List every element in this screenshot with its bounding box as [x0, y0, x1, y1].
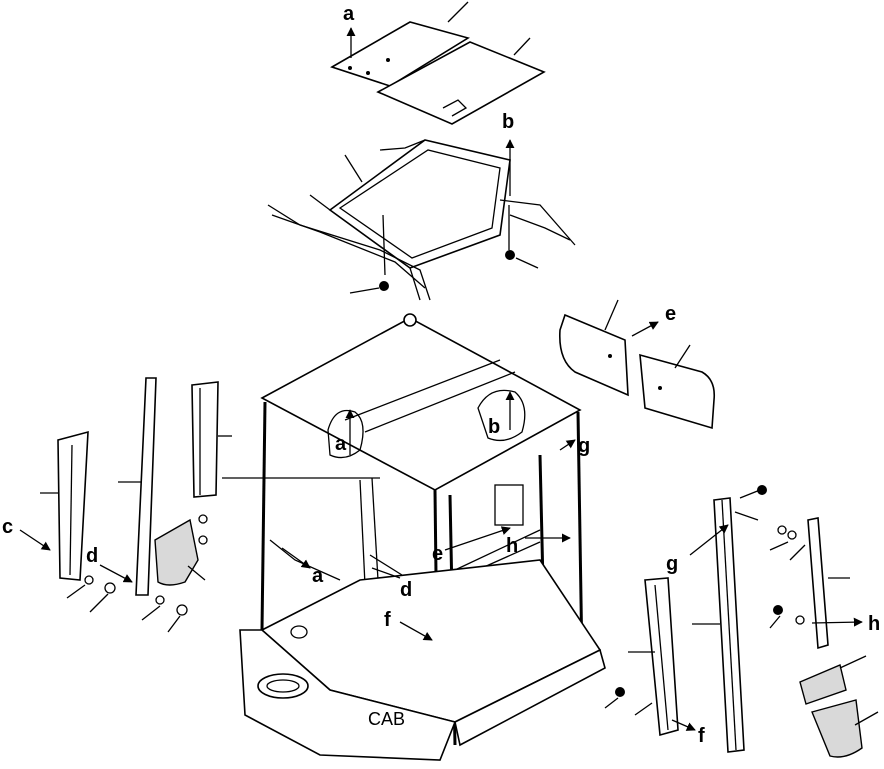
label-a-roof: a — [335, 433, 347, 455]
right-front-trim-f — [604, 577, 679, 737]
label-g-cab: g — [578, 435, 590, 457]
arrow-e-rear — [631, 321, 659, 337]
roof-frame — [267, 139, 576, 301]
label-d-cab: d — [400, 579, 412, 601]
roof-liner-panel-small — [330, 1, 470, 87]
left-long-trim — [118, 377, 188, 633]
right-pillar-trim-g — [692, 485, 767, 753]
label-e-cab: e — [432, 543, 443, 565]
label-f-cab: f — [384, 609, 391, 631]
label-d-left: d — [86, 545, 98, 567]
label-b-roof: b — [488, 416, 500, 438]
roof-liner-panel-large — [376, 37, 546, 125]
label-g-right: g — [666, 553, 678, 575]
cab-text: CAB — [368, 709, 405, 729]
left-glass-cover — [154, 518, 206, 586]
rear-glass-panel-left — [558, 299, 629, 397]
arrow-c — [19, 529, 51, 551]
arrow-e-cab — [444, 526, 511, 551]
right-bottom-covers — [799, 655, 879, 758]
label-a-top: a — [343, 3, 355, 25]
label-c: c — [2, 516, 13, 538]
arrow-f-right — [671, 719, 696, 731]
left-pillar-cover-c — [40, 430, 116, 613]
arrow-h-right — [811, 617, 863, 627]
arrow-a-cab — [281, 547, 311, 569]
rear-glass-panel-right — [639, 344, 716, 430]
label-e-rear: e — [665, 303, 676, 325]
label-b-top: b — [502, 111, 514, 133]
arrow-f-cab — [399, 621, 433, 641]
label-h-cab: h — [506, 535, 518, 557]
right-rear-trim-h — [769, 517, 850, 650]
label-a-cab: a — [312, 565, 324, 587]
label-f-right: f — [698, 725, 705, 747]
cab-structure — [198, 313, 606, 761]
label-h-right: h — [868, 613, 880, 635]
arrow-g-right — [689, 524, 729, 556]
left-channel-trim — [191, 381, 232, 498]
arrow-d-left — [99, 564, 133, 583]
arrow-g-cab — [559, 439, 576, 451]
